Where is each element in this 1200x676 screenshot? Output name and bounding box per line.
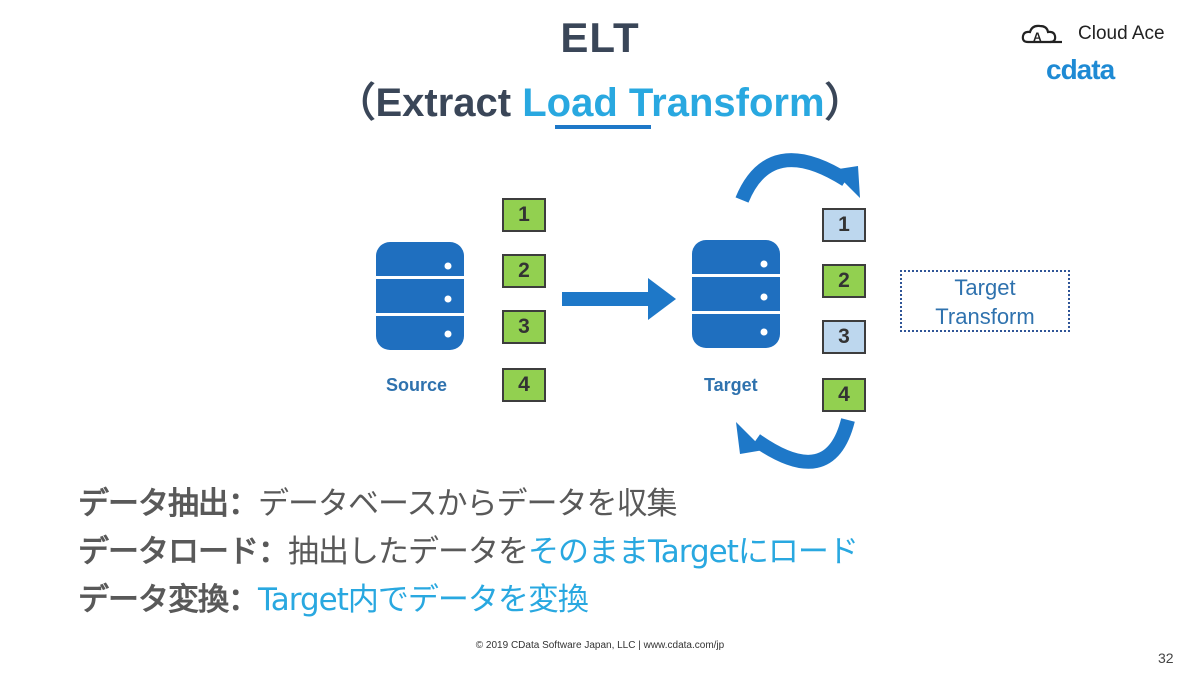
cdata-logo: cdata	[1046, 54, 1115, 85]
source-step-4: 4	[502, 368, 546, 402]
line-extract: データ抽出：データベースからデータを収集	[78, 478, 677, 523]
target-transform-line2: Transform	[935, 304, 1035, 329]
line-transform-label: データ変換：	[78, 582, 259, 618]
curved-arrow-top	[735, 153, 860, 203]
title-extract: Extract	[375, 81, 523, 125]
line-load-text2: そのままTargetにロード	[528, 534, 859, 570]
target-step-4: 4	[822, 378, 866, 412]
target-step-3: 3	[822, 320, 866, 354]
line-transform-text: Target内でデータを変換	[258, 582, 589, 618]
line-load-text1: 抽出したデータを	[288, 534, 529, 570]
title-load: Load	[522, 81, 618, 125]
title-elt: ELT	[560, 14, 640, 61]
line-load-label: データロード：	[78, 534, 289, 570]
target-database-icon	[692, 240, 780, 348]
load-arrow	[562, 278, 676, 320]
cloud-icon: A	[1021, 24, 1062, 44]
target-label: Target	[704, 375, 758, 395]
cloud-ace-text: Cloud Ace	[1078, 23, 1165, 44]
page-number: 32	[1158, 650, 1174, 666]
source-step-1: 1	[502, 198, 546, 232]
target-step-2: 2	[822, 264, 866, 298]
line-load: データロード：抽出したデータをそのままTargetにロード	[78, 526, 859, 571]
source-step-2: 2	[502, 254, 546, 288]
title-underline	[555, 125, 651, 129]
target-step-1: 1	[822, 208, 866, 242]
cloud-ace-logo: A Cloud Ace	[1020, 22, 1165, 46]
source-label: Source	[386, 375, 448, 395]
title-open-paren: （	[335, 81, 376, 125]
line-transform: データ変換：Target内でデータを変換	[78, 574, 589, 619]
title-subtitle: （Extract Load Transform）	[0, 70, 1200, 128]
source-database-icon	[376, 242, 464, 350]
target-transform-box: Target Transform	[900, 270, 1070, 332]
source-step-3: 3	[502, 310, 546, 344]
target-transform-line1: Target	[954, 275, 1016, 300]
line-extract-text: データベースからデータを収集	[258, 486, 677, 522]
curved-arrow-bottom	[736, 418, 855, 469]
footer-copyright: © 2019 CData Software Japan, LLC | www.c…	[475, 640, 725, 651]
title-close-paren: ）	[824, 81, 865, 125]
svg-text:A: A	[1033, 30, 1042, 44]
title-transform: Transform	[628, 81, 825, 125]
line-extract-label: データ抽出：	[78, 486, 259, 522]
